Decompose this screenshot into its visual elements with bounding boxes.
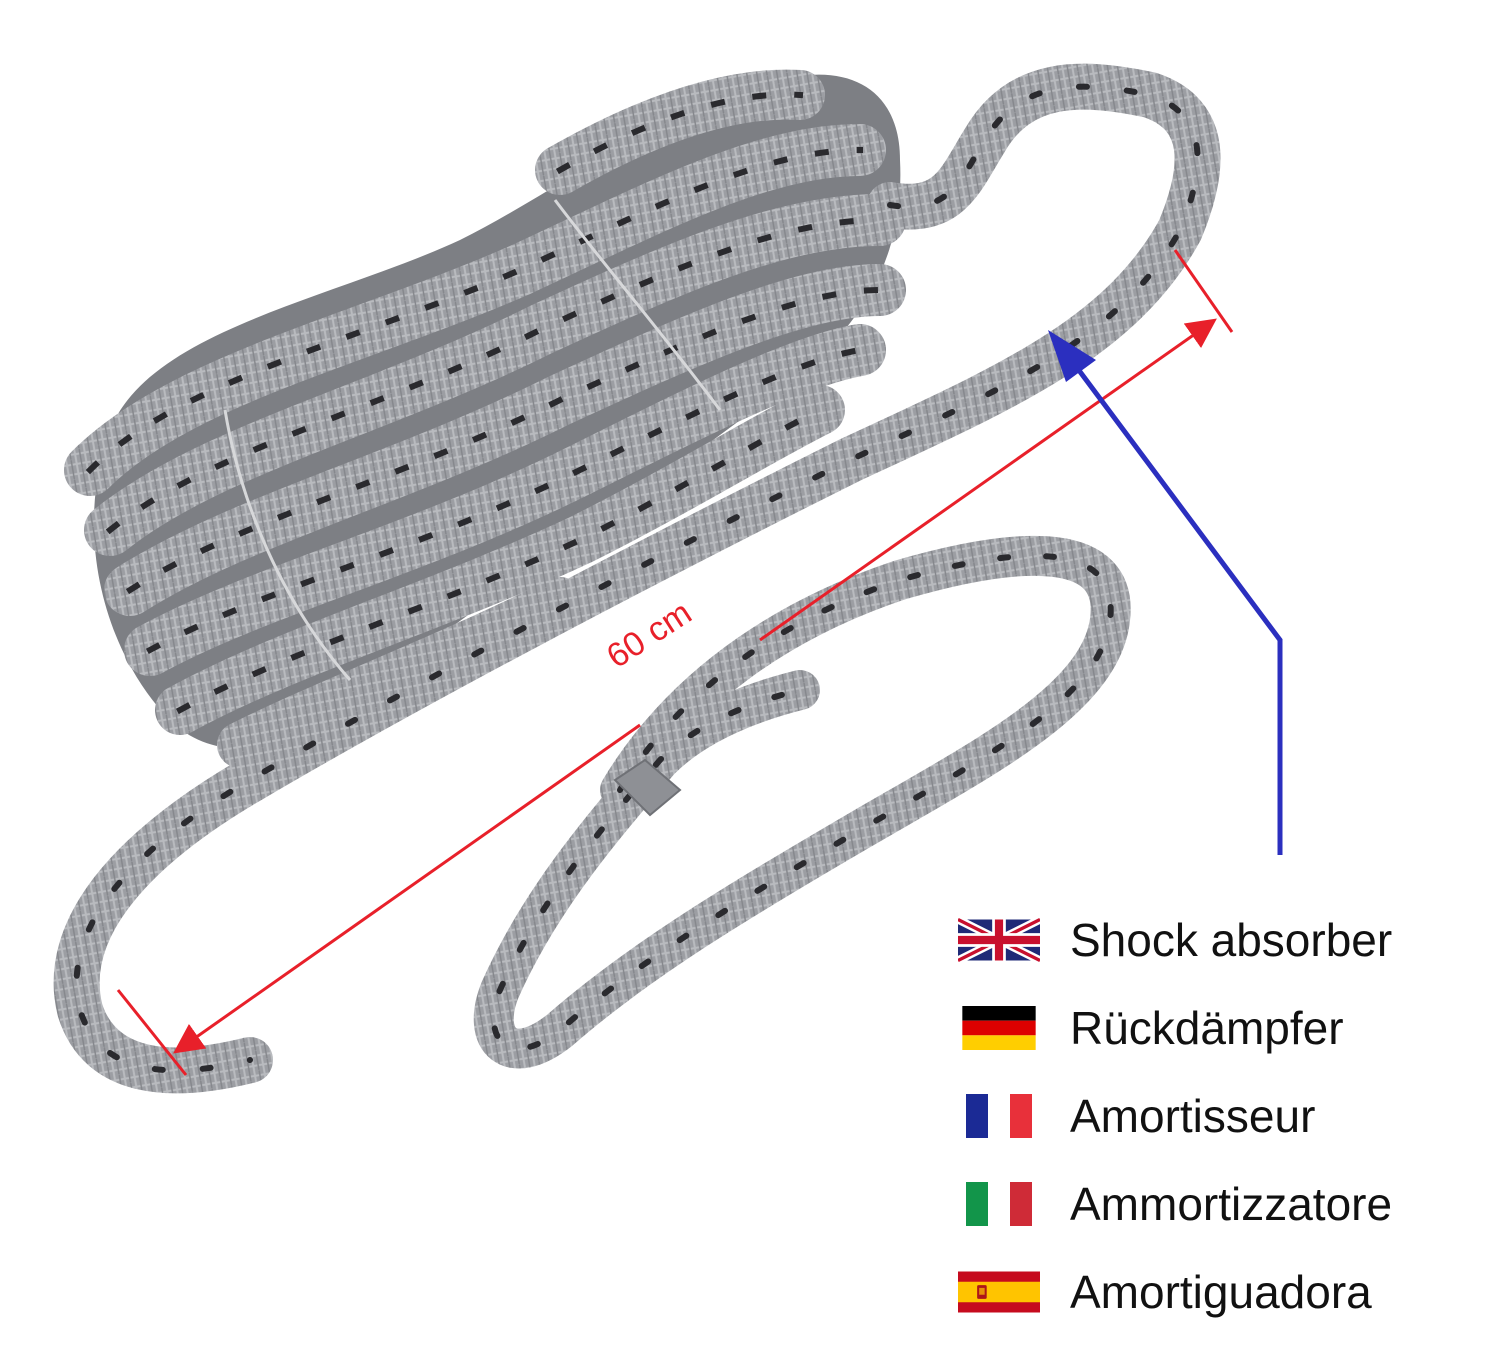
legend-label: Ammortizzatore [1070,1178,1393,1230]
legend-label: Amortiguadora [1070,1266,1372,1318]
dimension-arrow-lower [173,723,641,1054]
legend-item-english: Shock absorber [958,896,1478,984]
pointer-arrow-head [1048,330,1096,382]
shock-absorber-loop [473,535,1131,1069]
uk-flag-icon [958,918,1040,962]
legend-label: Shock absorber [1070,914,1393,966]
rope-strand [53,63,1221,1094]
legend-label: Rückdämpfer [1070,1002,1344,1054]
legend-item-spanish: Amortiguadora [958,1248,1478,1336]
dimension-arrow-upper [759,318,1217,642]
dimension-end-tick-bottom [116,989,188,1076]
france-flag-icon [966,1094,1032,1138]
dimension-end-tick-top [1173,249,1234,333]
legend-item-french: Amortisseur [958,1072,1478,1160]
germany-flag-icon [962,1006,1036,1050]
rope-coil [64,69,906,768]
italy-flag-icon [966,1182,1032,1226]
legend-item-german: Rückdämpfer [958,984,1478,1072]
measurement-dimension [116,249,1234,1076]
splice-sleeve [613,758,682,817]
pointer-arrow [1048,330,1283,855]
spain-flag-icon [958,1271,1040,1313]
legend-label: Amortisseur [1070,1090,1316,1142]
legend-item-italian: Ammortizzatore [958,1160,1478,1248]
language-legend: Shock absorber Rückdämpfer Amortisseur [958,896,1478,1336]
